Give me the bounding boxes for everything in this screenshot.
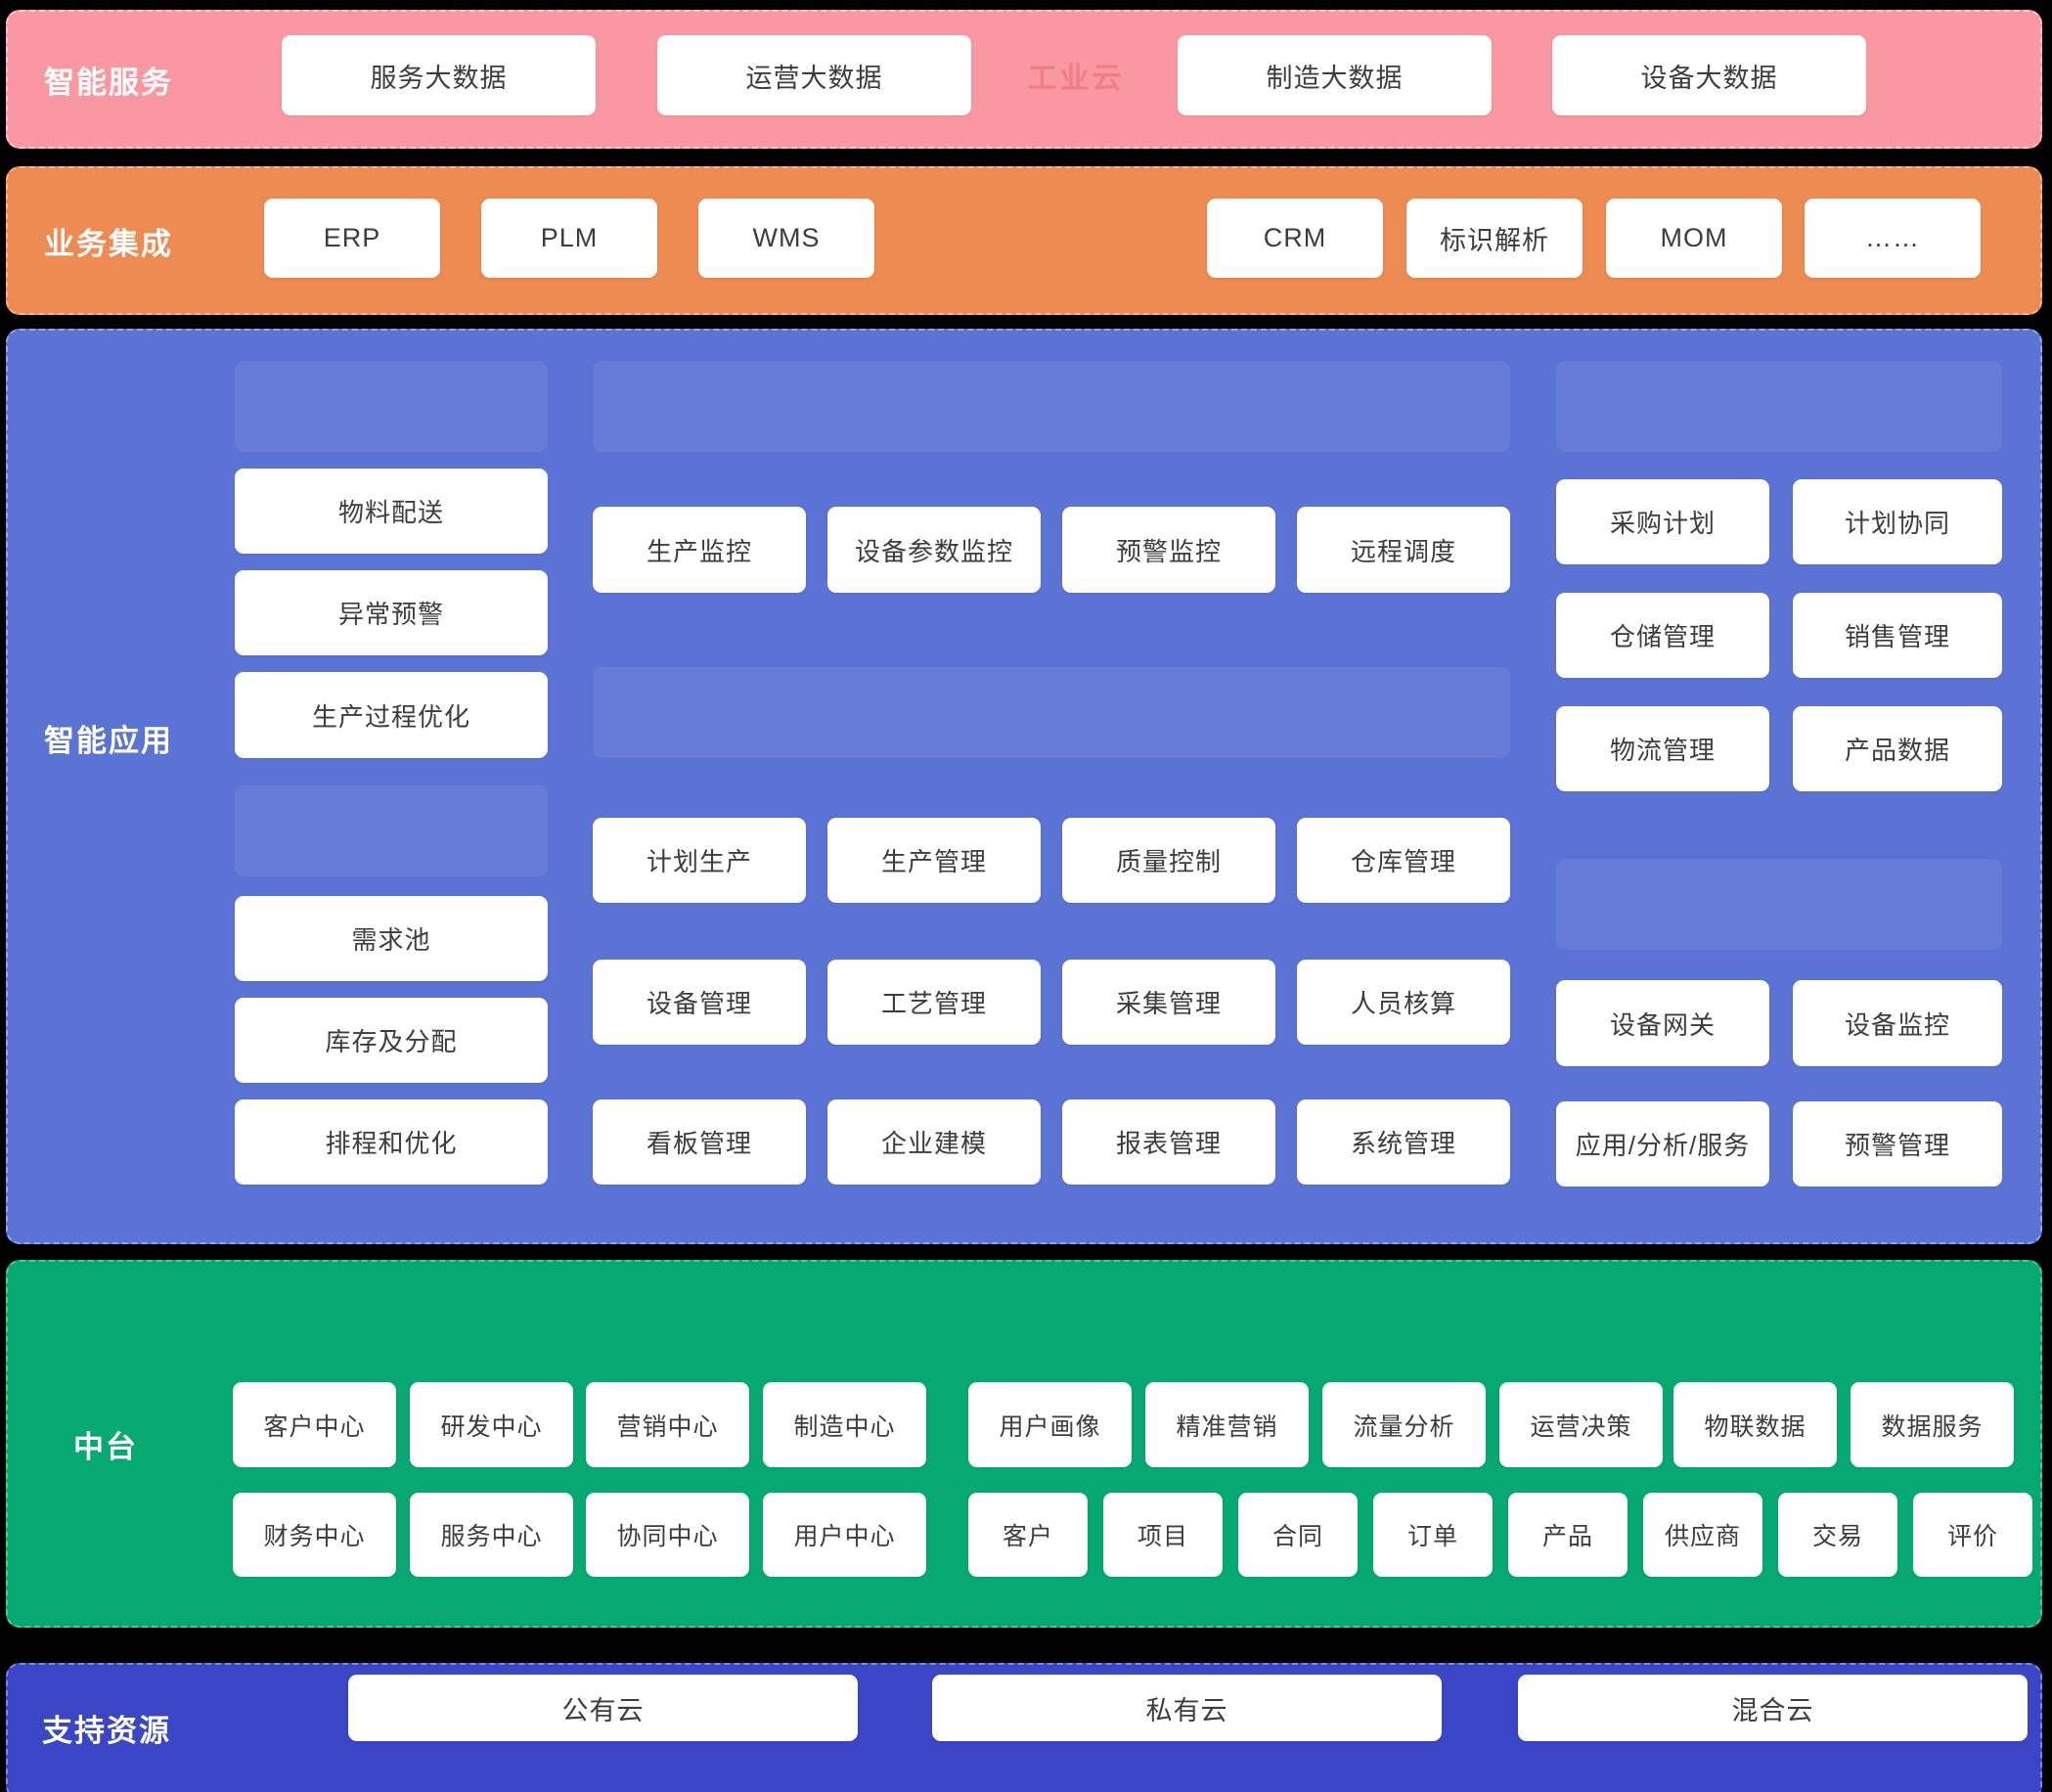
node-kanban-mgmt: 看板管理: [593, 1099, 806, 1185]
node-remote-dispatch: 远程调度: [1297, 507, 1510, 593]
node-production-mgmt: 生产管理: [827, 818, 1041, 903]
node-report-mgmt: 报表管理: [1062, 1099, 1275, 1185]
node-process-optimization: 生产过程优化: [235, 672, 548, 758]
node-scheduling-optimization: 排程和优化: [235, 1099, 548, 1185]
node-material-delivery: 物料配送: [235, 469, 548, 554]
node-plan-collab: 计划协同: [1793, 479, 2002, 564]
node-trade: 交易: [1778, 1493, 1897, 1577]
node-logistics-mgmt: 物流管理: [1556, 706, 1769, 791]
node-customer: 客户: [968, 1493, 1088, 1577]
ghost-panel: [1556, 361, 2002, 452]
node-user-center: 用户中心: [763, 1493, 926, 1577]
node-plm: PLM: [481, 199, 657, 278]
node-anomaly-alert: 异常预警: [235, 570, 548, 655]
ghost-panel: [235, 785, 548, 876]
node-project: 项目: [1103, 1493, 1223, 1577]
node-public-cloud: 公有云: [348, 1675, 858, 1741]
node-customer-center: 客户中心: [233, 1382, 396, 1467]
node-supplier: 供应商: [1643, 1493, 1762, 1577]
node-product-data: 产品数据: [1793, 706, 2002, 791]
node-traffic-analysis: 流量分析: [1322, 1382, 1486, 1467]
node-service-bigdata: 服务大数据: [282, 35, 596, 115]
node-mfg-center: 制造中心: [763, 1382, 926, 1467]
node-erp: ERP: [264, 199, 440, 278]
node-hybrid-cloud: 混合云: [1518, 1675, 2028, 1741]
node-device-bigdata: 设备大数据: [1552, 35, 1866, 115]
node-mom: MOM: [1606, 199, 1782, 278]
node-procurement-plan: 采购计划: [1556, 479, 1769, 564]
node-service-center: 服务中心: [410, 1493, 573, 1577]
node-iot-data: 物联数据: [1673, 1382, 1837, 1467]
ghost-panel: [593, 361, 1510, 452]
ghost-panel: [593, 667, 1510, 758]
node-product: 产品: [1508, 1493, 1628, 1577]
node-sales-mgmt: 销售管理: [1793, 593, 2002, 678]
node-alert-monitoring: 预警监控: [1062, 507, 1275, 593]
band-midplatform-label: 中台: [73, 1429, 138, 1464]
node-quality-control: 质量控制: [1062, 818, 1275, 903]
industry-cloud-watermark: 工业云: [1027, 63, 1125, 95]
node-personnel-accounting: 人员核算: [1297, 960, 1510, 1045]
node-private-cloud: 私有云: [932, 1675, 1442, 1741]
node-evaluation: 评价: [1913, 1493, 2032, 1577]
band-services-label: 智能服务: [44, 65, 173, 100]
band-applications-label: 智能应用: [44, 723, 173, 758]
node-storage-mgmt: 仓储管理: [1556, 593, 1769, 678]
node-user-profile: 用户画像: [968, 1382, 1132, 1467]
ghost-panel: [1556, 859, 2002, 950]
node-finance-center: 财务中心: [233, 1493, 396, 1577]
node-ops-bigdata: 运营大数据: [657, 35, 971, 115]
band-integration-label: 业务集成: [44, 226, 173, 261]
node-rd-center: 研发中心: [410, 1382, 573, 1467]
node-mfg-bigdata: 制造大数据: [1178, 35, 1492, 115]
node-data-service: 数据服务: [1851, 1382, 2014, 1467]
node-system-mgmt: 系统管理: [1297, 1099, 1510, 1185]
node-enterprise-modeling: 企业建模: [827, 1099, 1041, 1185]
node-wms: WMS: [698, 199, 874, 278]
band-resources-label: 支持资源: [42, 1713, 171, 1748]
ghost-panel: [235, 361, 548, 452]
node-precision-marketing: 精准营销: [1145, 1382, 1309, 1467]
node-more: ……: [1805, 199, 1981, 278]
node-device-mgmt: 设备管理: [593, 960, 806, 1045]
node-inventory-allocation: 库存及分配: [235, 998, 548, 1083]
node-plan-production: 计划生产: [593, 818, 806, 903]
node-device-gateway: 设备网关: [1556, 980, 1769, 1066]
node-warehouse-mgmt: 仓库管理: [1297, 818, 1510, 903]
node-marketing-center: 营销中心: [586, 1382, 749, 1467]
node-craft-mgmt: 工艺管理: [827, 960, 1041, 1045]
node-order: 订单: [1373, 1493, 1493, 1577]
node-ops-decision: 运营决策: [1499, 1382, 1663, 1467]
node-device-param-monitoring: 设备参数监控: [827, 507, 1041, 593]
node-contract: 合同: [1238, 1493, 1358, 1577]
node-device-monitoring: 设备监控: [1793, 980, 2002, 1066]
node-collection-mgmt: 采集管理: [1062, 960, 1275, 1045]
node-app-analysis-service: 应用/分析/服务: [1556, 1101, 1769, 1187]
node-crm: CRM: [1207, 199, 1383, 278]
node-id-resolution: 标识解析: [1406, 199, 1583, 278]
node-demand-pool: 需求池: [235, 896, 548, 981]
node-collab-center: 协同中心: [586, 1493, 749, 1577]
node-alert-mgmt: 预警管理: [1793, 1101, 2002, 1187]
node-production-monitoring: 生产监控: [593, 507, 806, 593]
